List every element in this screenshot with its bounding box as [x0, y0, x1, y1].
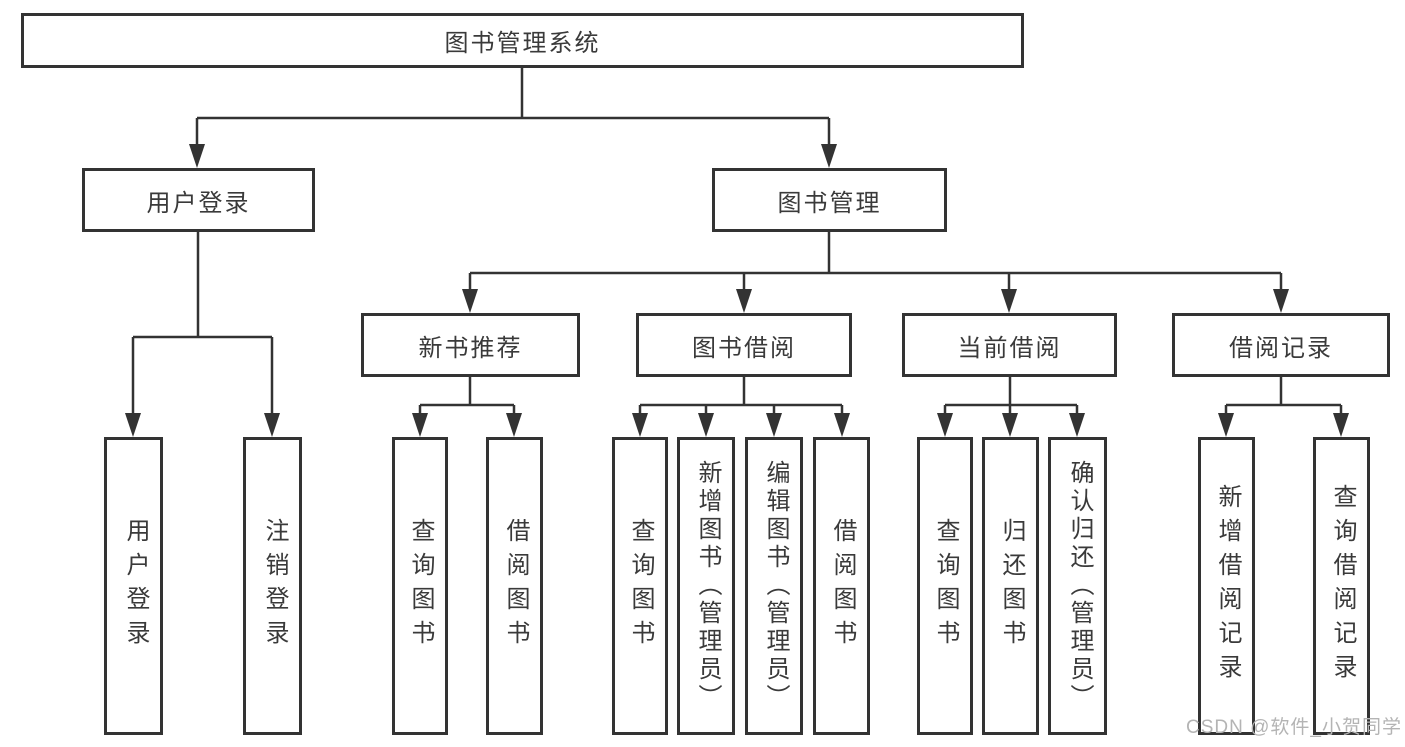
node-book-management: 图书管理	[712, 168, 947, 232]
leaf-return-books: 归还图书	[982, 437, 1039, 735]
leaf-query-books-current: 查询图书	[917, 437, 973, 735]
node-library-management-system: 图书管理系统	[21, 13, 1024, 68]
node-user-login: 用户登录	[82, 168, 315, 232]
leaf-borrow-books-borrowing: 借阅图书	[813, 437, 870, 735]
leaf-logout: 注销登录	[243, 437, 302, 735]
leaf-borrow-books-recommendation: 借阅图书	[486, 437, 543, 735]
leaf-edit-books-admin: 编辑图书（管理员）	[745, 437, 803, 735]
leaf-query-books-recommendation: 查询图书	[392, 437, 448, 735]
leaf-query-books-borrowing: 查询图书	[612, 437, 668, 735]
node-borrowing-records: 借阅记录	[1172, 313, 1390, 377]
leaf-user-login: 用户登录	[104, 437, 163, 735]
leaf-query-borrowing-record: 查询借阅记录	[1313, 437, 1370, 735]
leaf-add-borrowing-record: 新增借阅记录	[1198, 437, 1255, 735]
node-new-book-recommendation: 新书推荐	[361, 313, 580, 377]
csdn-watermark: CSDN @软件_小贺同学	[1186, 717, 1402, 738]
node-current-borrowing: 当前借阅	[902, 313, 1117, 377]
leaf-add-books-admin: 新增图书（管理员）	[677, 437, 735, 735]
node-book-borrowing: 图书借阅	[636, 313, 852, 377]
arrowheads	[125, 144, 1349, 437]
leaf-confirm-return-admin: 确认归还（管理员）	[1048, 437, 1107, 735]
